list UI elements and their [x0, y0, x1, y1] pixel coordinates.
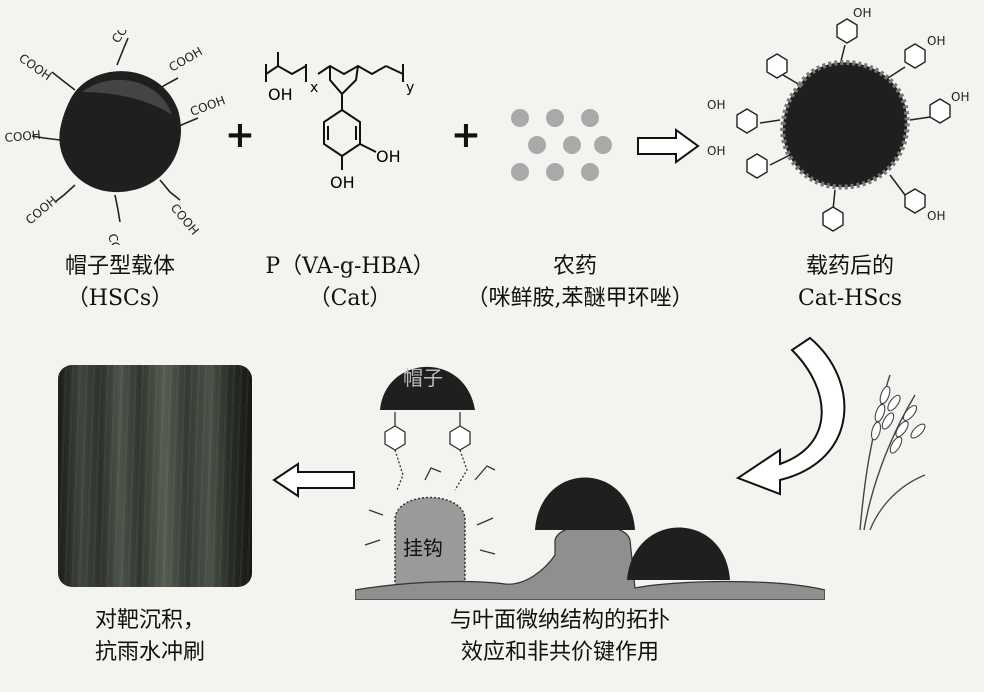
oh-label: OH	[927, 209, 945, 223]
arrow-right-icon	[637, 128, 700, 164]
cap-label: 帽子	[403, 366, 443, 390]
oh-top: OH	[268, 85, 293, 104]
polymer-formula: P（VA-g-HBA）	[265, 254, 435, 279]
hsc-carrier-diagram: COOH COOH COOH COOH COOH COOH COOH COOH	[4, 30, 227, 245]
plus-sign-1: +	[224, 114, 256, 156]
result-line-1: 对靶沉积，	[94, 608, 205, 633]
mechanism-line-1: 与叶面微纳结构的拓扑	[449, 608, 670, 633]
polymer-abbr: （Cat）	[308, 286, 392, 311]
subscript-y: y	[406, 80, 414, 96]
oh-label: OH	[707, 144, 725, 158]
carrier-name: 帽子型载体	[64, 254, 175, 279]
mechanism-line-2: 效应和非共价键作用	[460, 640, 659, 665]
oh-label: OH	[707, 98, 725, 112]
carrier-abbr: （HSCs）	[66, 286, 174, 311]
oh-label: OH	[853, 6, 871, 20]
oh-label: OH	[927, 34, 945, 48]
cooh-label: COOH	[23, 193, 60, 227]
leaf-surface-diagram: 帽子 挂钩	[355, 366, 825, 600]
pesticide-dots	[511, 109, 612, 181]
arrow-left-icon	[272, 462, 355, 498]
curved-arrow-icon	[735, 336, 846, 496]
oh-ring-right: OH	[376, 147, 401, 166]
cooh-label: COOH	[168, 201, 202, 238]
cooh-label: COOH	[188, 93, 227, 119]
plus-sign-2: +	[450, 114, 482, 156]
result-line-2: 抗雨水冲刷	[94, 640, 205, 665]
loaded-abbr: Cat-HScs	[797, 286, 903, 311]
cooh-label: COOH	[16, 51, 54, 83]
polymer-structure: OH x y OH OH	[265, 52, 414, 192]
cooh-label: COOH	[105, 232, 128, 245]
wheat-icon	[859, 374, 926, 531]
subscript-x: x	[310, 80, 318, 96]
pesticide-examples: （咪鲜胺,苯醚甲环唑）	[466, 286, 694, 311]
leaf-photo	[58, 365, 252, 587]
cooh-label: COOH	[167, 44, 205, 74]
oh-ring-bottom: OH	[330, 173, 355, 192]
loaded-name: 载药后的	[805, 254, 894, 279]
cooh-label: COOH	[4, 128, 41, 145]
pesticide-name: 农药	[552, 254, 597, 279]
oh-label: OH	[951, 90, 969, 104]
hook-label: 挂钩	[403, 536, 443, 560]
loaded-particle-diagram: OH OH OH OH OH OH	[707, 6, 969, 232]
